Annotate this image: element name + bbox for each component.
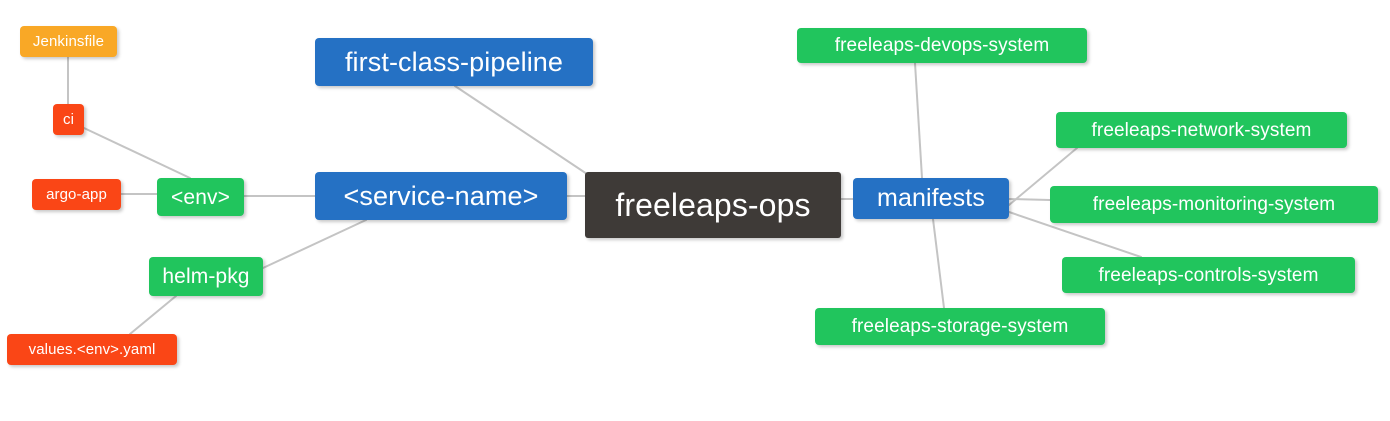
node-label: helm-pkg — [162, 265, 250, 288]
node-label: Jenkinsfile — [32, 33, 105, 50]
node-label: freeleaps-monitoring-system — [1092, 194, 1336, 215]
node-first-class-pipeline[interactable]: first-class-pipeline — [315, 38, 593, 86]
node-label: freeleaps-controls-system — [1098, 264, 1319, 286]
node-freeleaps-monitoring-system[interactable]: freeleaps-monitoring-system — [1050, 186, 1378, 223]
node-helm-pkg[interactable]: helm-pkg — [149, 257, 263, 296]
node-label: first-class-pipeline — [344, 46, 564, 77]
edge-helm-values — [129, 295, 177, 335]
node-freeleaps-ops[interactable]: freeleaps-ops — [585, 172, 841, 238]
node-label: freeleaps-network-system — [1091, 119, 1312, 141]
node-label: values.<env>.yaml — [28, 341, 156, 358]
node-ci[interactable]: ci — [53, 104, 84, 135]
node-argo-app[interactable]: argo-app — [32, 179, 121, 210]
node-freeleaps-storage-system[interactable]: freeleaps-storage-system — [815, 308, 1105, 345]
node-freeleaps-network-system[interactable]: freeleaps-network-system — [1056, 112, 1347, 148]
node-label: <service-name> — [343, 180, 539, 211]
node-label: freeleaps-devops-system — [834, 35, 1050, 56]
node-label: manifests — [877, 184, 985, 212]
node-env[interactable]: <env> — [157, 178, 244, 216]
edge-manifests-monitoring — [1008, 198, 1051, 201]
node-label: freeleaps-storage-system — [851, 316, 1069, 337]
edge-service-helm — [262, 219, 367, 269]
node-label: <env> — [171, 185, 230, 209]
node-freeleaps-controls-system[interactable]: freeleaps-controls-system — [1062, 257, 1355, 293]
edge-ops-pipeline — [454, 85, 597, 181]
edge-env-ci — [83, 127, 191, 179]
edge-manifests-storage — [932, 218, 945, 309]
node-label: freeleaps-ops — [615, 187, 811, 223]
edge-manifests-devops — [914, 62, 923, 179]
node-label: argo-app — [46, 186, 107, 203]
node-freeleaps-devops-system[interactable]: freeleaps-devops-system — [797, 28, 1087, 63]
node-service-name[interactable]: <service-name> — [315, 172, 567, 220]
node-label: ci — [62, 111, 75, 128]
node-jenkinsfile[interactable]: Jenkinsfile — [20, 26, 117, 57]
node-values-env-yaml[interactable]: values.<env>.yaml — [7, 334, 177, 365]
node-manifests[interactable]: manifests — [853, 178, 1009, 219]
